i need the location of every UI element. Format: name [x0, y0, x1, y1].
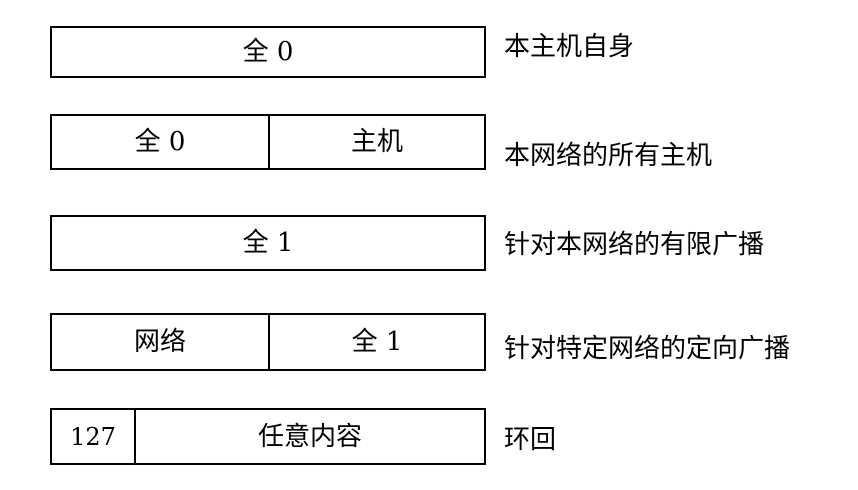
row-description: 本主机自身	[504, 32, 635, 62]
field-host: 主机	[268, 116, 484, 168]
field-all-zeros: 全 0	[242, 37, 294, 67]
address-field-box: 127 任意内容	[50, 408, 486, 465]
address-field-box: 全 1	[50, 215, 486, 271]
row-description: 针对本网络的有限广播	[504, 230, 765, 260]
field-any-content: 任意内容	[134, 410, 484, 463]
row-description: 针对特定网络的定向广播	[504, 334, 791, 364]
field-host-all-ones: 全 1	[268, 315, 484, 369]
field-all-ones: 全 1	[242, 228, 294, 258]
address-field-box: 网络 全 1	[50, 313, 486, 371]
field-network: 网络	[133, 327, 186, 357]
row-description: 环回	[504, 425, 557, 455]
address-field-box: 全 0	[50, 26, 486, 78]
field-loopback-prefix: 127	[70, 422, 116, 451]
field-network-all-zeros: 全 0	[134, 127, 186, 157]
address-field-box: 全 0 主机	[50, 114, 486, 170]
row-description: 本网络的所有主机	[504, 141, 713, 171]
